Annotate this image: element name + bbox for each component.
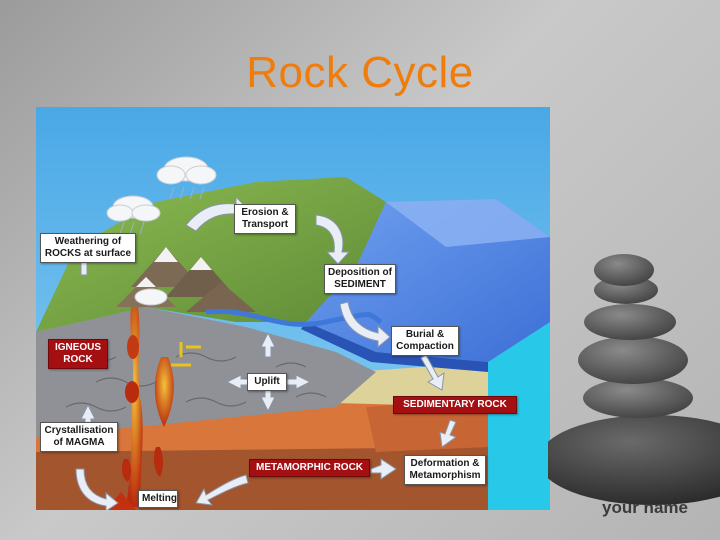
arrow-to-metamorphic (370, 458, 397, 480)
author-name: your name (602, 498, 688, 517)
arrow-uplift-right (286, 374, 312, 390)
river (205, 308, 383, 327)
label-sedimentary-rock: SEDIMENTARY ROCK (393, 396, 517, 414)
rain (119, 186, 205, 235)
label-burial-compaction: Burial & Compaction (391, 326, 459, 356)
label-metamorphic-rock: METAMORPHIC ROCK (249, 459, 370, 477)
magma-chamber (106, 307, 201, 510)
arrow-to-sedimentary (420, 354, 445, 391)
arrow-from-melting (75, 468, 119, 510)
sea-surface (386, 199, 550, 247)
label-deformation: Deformation & Metamorphism (404, 455, 486, 485)
land-surface (36, 177, 386, 332)
cycle-arrows (75, 195, 458, 510)
stacked-stones-image (548, 254, 720, 505)
label-deposition: Deposition of SEDIMENT (324, 264, 396, 294)
rock-cycle-diagram: Erosion & Transport Weathering of ROCKS … (36, 107, 550, 510)
arrow-burial (339, 301, 391, 349)
arrow-uplift-down (260, 388, 276, 413)
label-uplift: Uplift (247, 373, 287, 391)
arrow-uplift-left (225, 374, 251, 390)
label-weathering: Weathering of ROCKS at surface (40, 233, 136, 263)
rock-cycle-illustration (36, 107, 550, 510)
block-side (488, 322, 550, 510)
arrow-to-deformation (439, 419, 458, 448)
igneous-mass (36, 307, 376, 437)
label-crystallisation: Crystallisation of MAGMA (40, 422, 118, 452)
slide-title: Rock Cycle (246, 48, 474, 97)
arrow-to-melting (195, 474, 249, 506)
label-igneous-rock: IGNEOUS ROCK (48, 339, 108, 369)
sea-floor-edge (301, 322, 488, 372)
arrow-deposition (315, 214, 351, 265)
clouds (106, 156, 217, 306)
label-melting: Melting (138, 490, 178, 508)
label-erosion-transport: Erosion & Transport (234, 204, 296, 234)
arrow-uplift-up (260, 331, 276, 358)
